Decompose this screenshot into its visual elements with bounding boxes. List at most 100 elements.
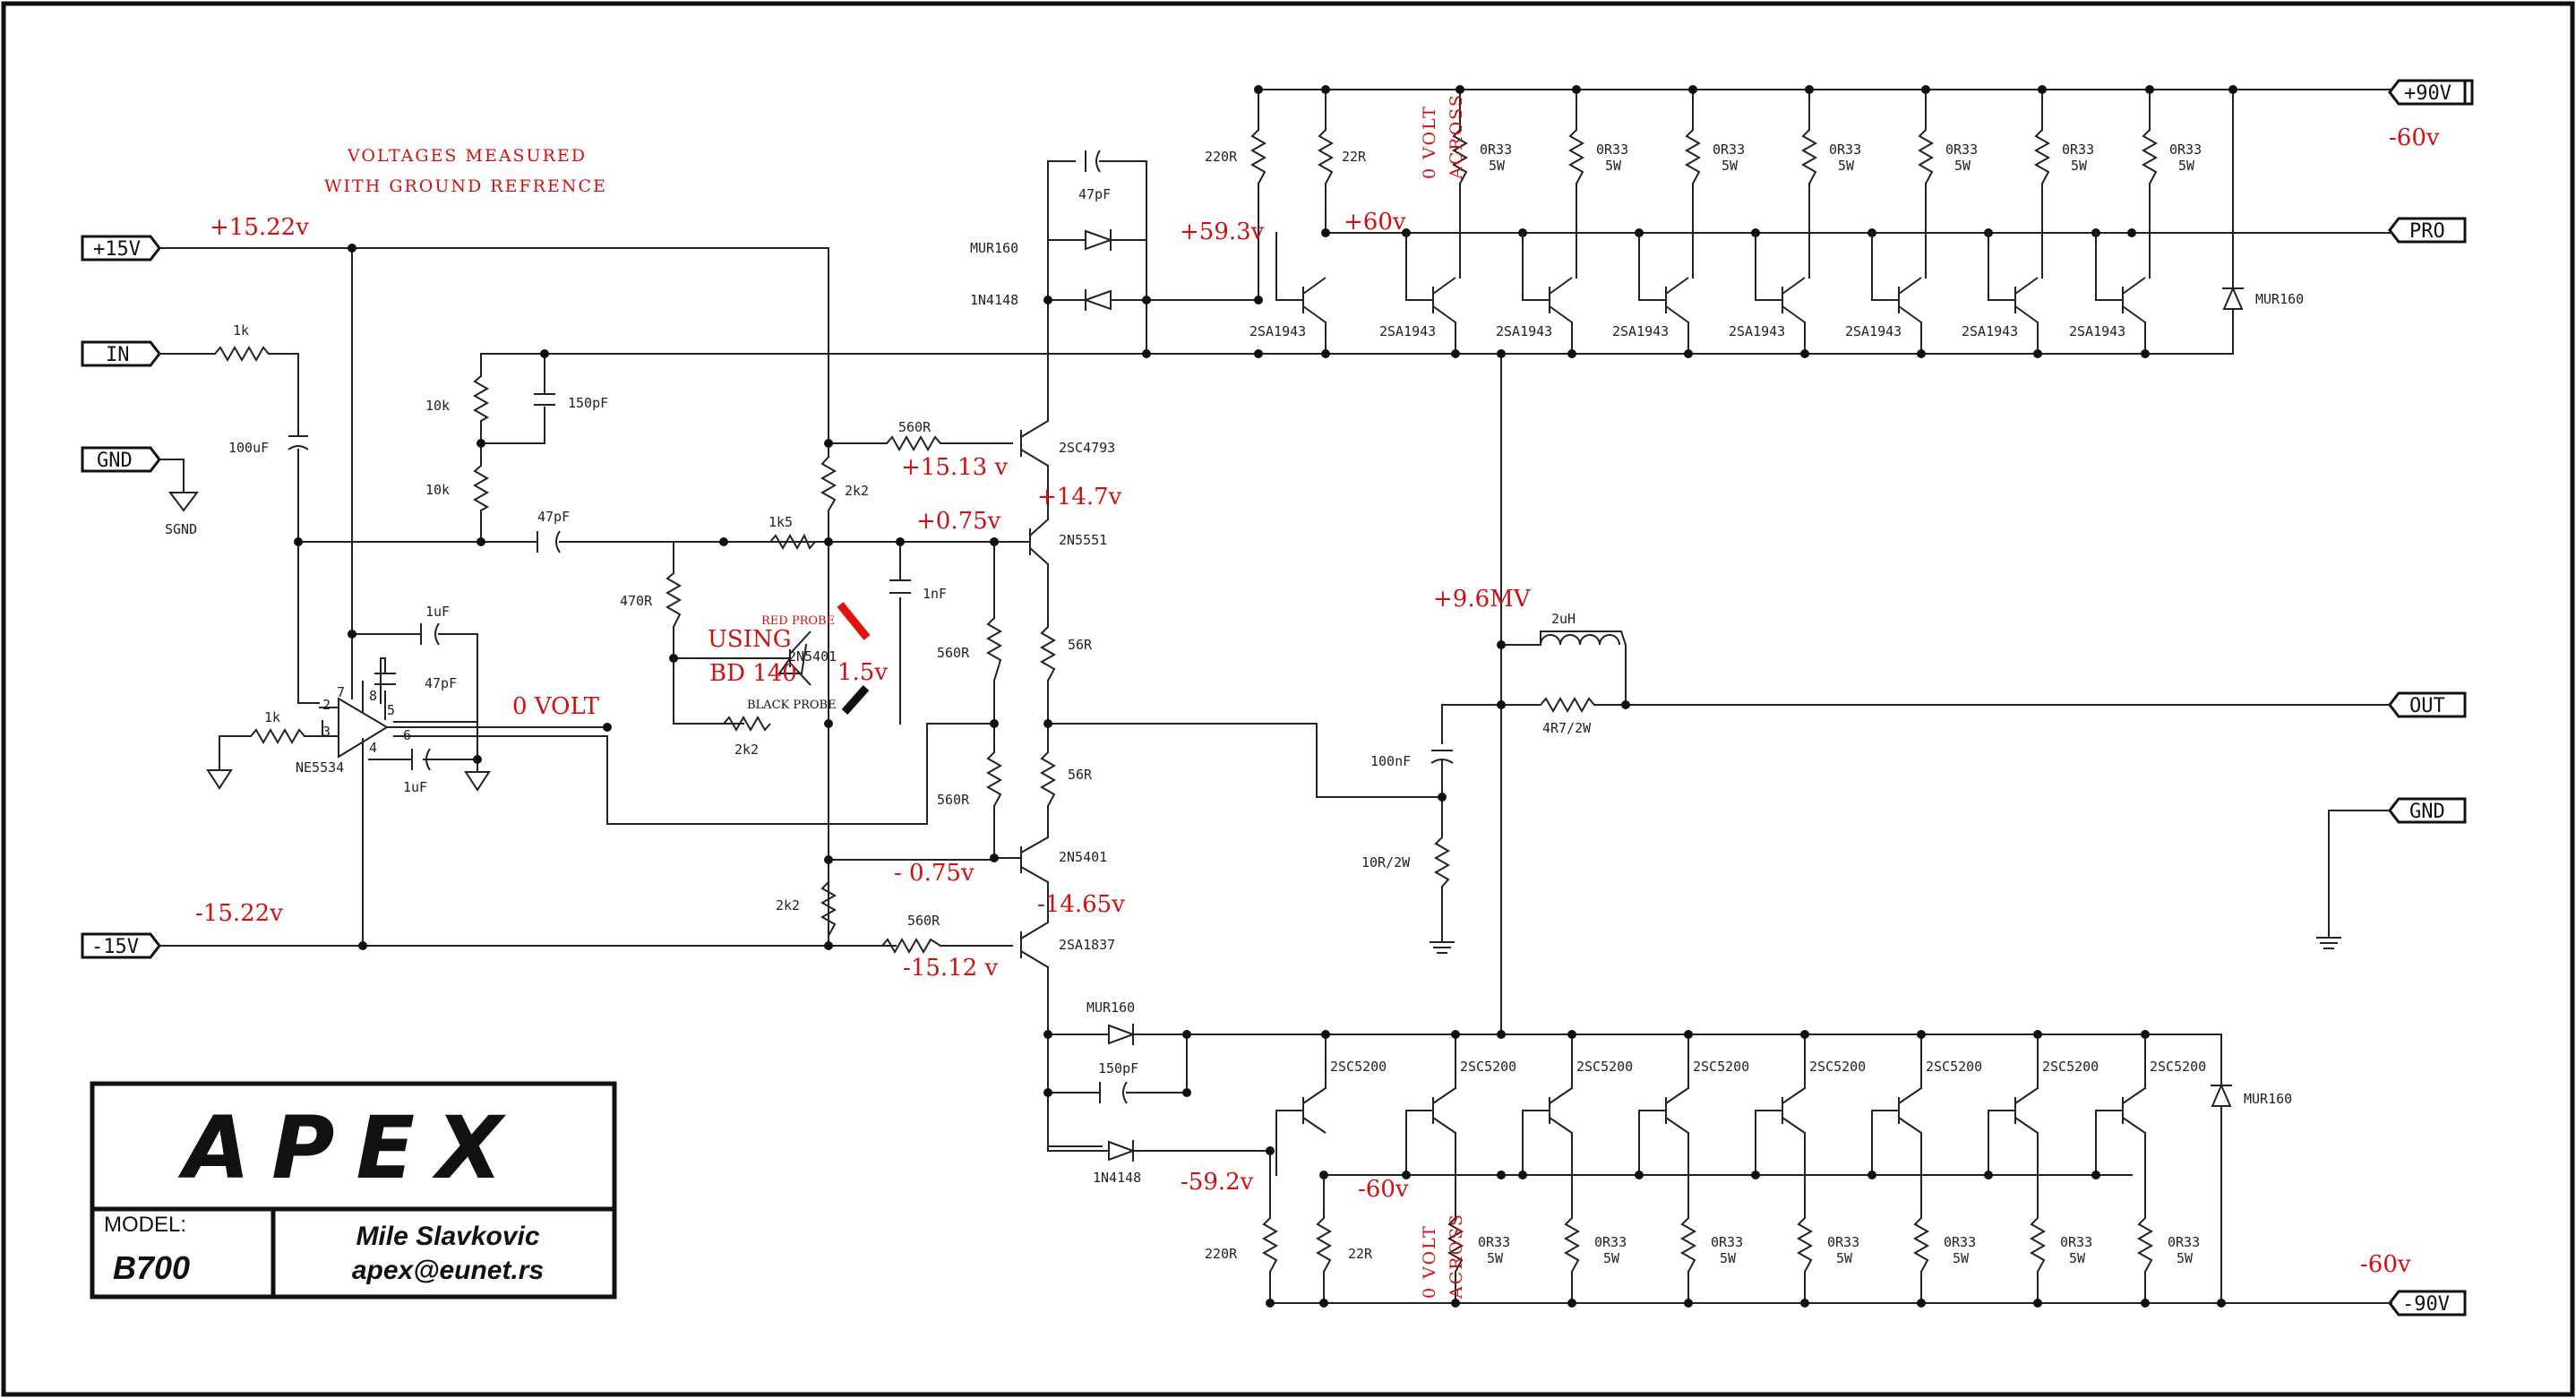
emitter-resistor-watt: 5W: [1836, 1250, 1853, 1266]
resistor-2k2-c: [723, 715, 771, 733]
svg-text:WITH GROUND REFRENCE: WITH GROUND REFRENCE: [324, 176, 607, 196]
svg-text:2SC4793: 2SC4793: [1059, 440, 1115, 456]
resistor-2k2-top: [820, 456, 837, 511]
transistor-label: 2SA1943: [1845, 323, 1902, 339]
svg-text:1.5v: 1.5v: [837, 659, 888, 686]
resistor-10k-b: [472, 465, 490, 511]
emitter-resistor-label: 0R33: [2169, 142, 2202, 158]
svg-text:IN: IN: [106, 344, 130, 366]
resistor-1k-b: [250, 727, 305, 745]
transistor-label: 2SC5200: [1926, 1059, 1982, 1075]
svg-text:5: 5: [387, 702, 395, 718]
capacitor-1nf: [889, 579, 911, 594]
emitter-resistor-label: 0R33: [1478, 1234, 1510, 1250]
svg-text:6: 6: [403, 727, 411, 743]
inductor-2uh: [1540, 634, 1620, 646]
resistor-220r-top: [1249, 129, 1267, 184]
svg-text:B700: B700: [113, 1249, 190, 1286]
svg-text:MUR160: MUR160: [970, 240, 1018, 256]
resistor-10r: [1433, 836, 1451, 888]
resistor-22r-bot: [1315, 1217, 1333, 1273]
diode-mur160-right-bot: [2211, 1083, 2232, 1107]
svg-text:-59.2v: -59.2v: [1181, 1169, 1254, 1196]
diode-mur160-bl: [1108, 1024, 1136, 1045]
black-probe-mark: [841, 685, 870, 715]
svg-text:4: 4: [369, 740, 377, 756]
transistor-label: 2SC5200: [1330, 1059, 1387, 1075]
svg-text:0 VOLT: 0 VOLT: [1420, 105, 1439, 179]
diode-mur160-top: [1085, 229, 1113, 251]
svg-text:OUT: OUT: [2409, 695, 2445, 717]
resistor-4r7: [1540, 696, 1595, 714]
port-plus90v: +90V: [2388, 79, 2474, 106]
emitter-resistor-label: 0R33: [1829, 142, 1861, 158]
svg-text:7: 7: [337, 684, 345, 700]
svg-text:GND: GND: [97, 450, 133, 472]
resistor-560r-b: [985, 751, 1003, 807]
svg-text:1nF: 1nF: [923, 586, 947, 602]
transistor-label: 2SA1943: [1496, 323, 1552, 339]
diode-1n4148-bot: [1108, 1140, 1136, 1162]
resistor-220r-bot: [1261, 1217, 1279, 1273]
voltage-annotations: VOLTAGES MEASURED WITH GROUND REFRENCE +…: [195, 93, 2440, 1299]
transistor-label: 2SC5200: [1693, 1059, 1749, 1075]
transistor-2n5551: [1029, 519, 1049, 565]
svg-text:1k: 1k: [264, 709, 280, 725]
svg-text:0 VOLT: 0 VOLT: [1420, 1224, 1439, 1299]
transistor-2sc4793: [1020, 420, 1049, 467]
resistor-2k2-bot: [820, 881, 837, 937]
svg-text:USING: USING: [708, 626, 792, 653]
svg-text:+15V: +15V: [93, 238, 141, 261]
emitter-resistor-watt: 5W: [1487, 1250, 1504, 1266]
svg-text:47pF: 47pF: [537, 509, 570, 525]
port-minus90v: -90V: [2388, 1290, 2467, 1317]
emitter-resistor-watt: 5W: [1720, 1250, 1737, 1266]
apex-logo: APEX: [177, 1098, 524, 1198]
transistor-label: 2SA1943: [1249, 323, 1306, 339]
emitter-resistor-label: 0R33: [1480, 142, 1512, 158]
capacitor-150pf-b: [1099, 1081, 1128, 1104]
svg-text:-15.12 v: -15.12 v: [903, 955, 998, 982]
port-out: OUT: [2388, 691, 2467, 718]
emitter-resistor-watt: 5W: [1954, 158, 1971, 174]
svg-text:3: 3: [322, 724, 331, 740]
capacitor-100nf: [1430, 750, 1454, 764]
port-pro: PRO: [2388, 217, 2467, 244]
resistor-1k-in: [214, 345, 270, 363]
svg-text:ACROSS: ACROSS: [1447, 1213, 1466, 1299]
diode-1n4148-top: [1083, 289, 1112, 311]
transistor-label: 2SC5200: [1460, 1059, 1516, 1075]
ground-opamp-left: [206, 769, 233, 790]
svg-text:220R: 220R: [1205, 1246, 1238, 1262]
svg-text:22R: 22R: [1342, 149, 1367, 165]
emitter-resistor-watt: 5W: [1489, 158, 1506, 174]
ground-output-snubber: [1430, 941, 1455, 954]
svg-text:560R: 560R: [907, 913, 940, 929]
svg-text:56R: 56R: [1068, 767, 1093, 783]
svg-text:BLACK PROBE: BLACK PROBE: [747, 699, 837, 712]
emitter-resistor-watt: 5W: [1953, 1250, 1970, 1266]
transistor-label: 2SA1943: [1379, 323, 1436, 339]
emitter-resistor-watt: 5W: [1605, 158, 1622, 174]
svg-text:PRO: PRO: [2409, 220, 2445, 243]
ground-sgnd: [168, 492, 199, 512]
capacitor-47pf-top: [1085, 150, 1101, 173]
emitter-resistor-watt: 5W: [2177, 1250, 2194, 1266]
svg-text:1uF: 1uF: [425, 604, 450, 620]
emitter-resistor-watt: 5W: [2069, 1250, 2086, 1266]
svg-text:0 VOLT: 0 VOLT: [512, 693, 600, 720]
resistor-470r: [665, 572, 683, 628]
svg-text:150pF: 150pF: [1098, 1060, 1138, 1076]
emitter-resistor-label: 0R33: [1944, 1234, 1976, 1250]
emitter-resistor-watt: 5W: [2071, 158, 2088, 174]
